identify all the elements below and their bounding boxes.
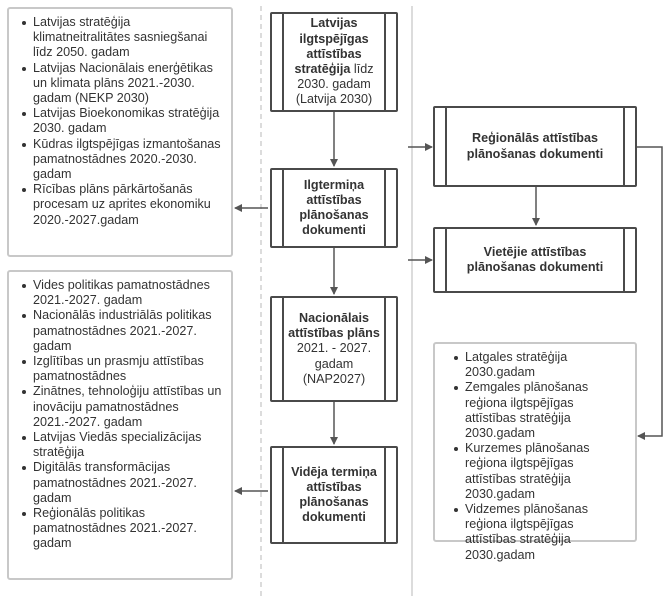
list-item: Latvijas Nacionālais enerģētikas un klim…	[22, 61, 223, 107]
list-item: Latvijas stratēģija klimatneitralitātes …	[22, 15, 223, 61]
list-item: Vides politikas pamatnostādnes 2021.-202…	[22, 278, 223, 308]
box-title: Ilgtermiņa attīstības plānošanas dokumen…	[299, 177, 369, 238]
nap2027-box: Nacionālais attīstības plāns 2021. - 202…	[270, 296, 398, 402]
arrow-regional-to-list	[636, 146, 663, 440]
box-subtitle: 2021. - 2027. gadam (NAP2027)	[296, 341, 372, 386]
list-item: Zemgales plānošanas reģiona ilgtspējīgas…	[454, 380, 627, 441]
list-item: Izglītības un prasmju attīstības pamatno…	[22, 354, 223, 384]
ilgtermina-documents-box: Ilgtermiņa attīstības plānošanas dokumen…	[270, 168, 398, 248]
box-title: Reģionālās attīstības plānošanas dokumen…	[466, 131, 604, 161]
list-item: Digitālās transformācijas pamatnostādnes…	[22, 460, 223, 506]
box-title: Latvijas ilgtspējīgas attīstības stratēģ…	[294, 16, 369, 76]
regional-documents-box: Reģionālās attīstības plānošanas dokumen…	[433, 106, 637, 187]
list-item: Reģionālās politikas pamatnostādnes 2021…	[22, 506, 223, 552]
regional-strategies-list: Latgales stratēģija 2030.gadam Zemgales …	[433, 342, 637, 562]
list-item: Latvijas Bioekonomikas stratēģija 2030. …	[22, 106, 223, 136]
box-title: Vietējie attīstības plānošanas dokumenti	[466, 244, 604, 274]
box-title: Nacionālais attīstības plāns	[288, 310, 380, 341]
list-item: Nacionālās industriālās politikas pamatn…	[22, 308, 223, 354]
long-term-documents-list: Latvijas stratēģija klimatneitralitātes …	[7, 7, 233, 257]
list-item: Kūdras ilgtspējīgas izmantošanas pamatno…	[22, 137, 223, 183]
list-item: Latgales stratēģija 2030.gadam	[454, 350, 627, 380]
latvija-2030-box: Latvijas ilgtspējīgas attīstības stratēģ…	[270, 12, 398, 112]
list-item: Rīcības plāns pārkārtošanās procesam uz …	[22, 182, 223, 228]
local-documents-box: Vietējie attīstības plānošanas dokumenti	[433, 227, 637, 293]
box-subtitle: līdz 2030. gadam (Latvija 2030)	[295, 62, 374, 107]
box-title: Vidēja termiņa attīstības plānošanas dok…	[291, 464, 377, 525]
list-item: Kurzemes plānošanas reģiona ilgtspējīgas…	[454, 441, 627, 502]
list-item: Vidzemes plānošanas reģiona ilgtspējīgas…	[454, 502, 627, 563]
list-item: Zinātnes, tehnoloģiju attīstības un inov…	[22, 384, 222, 429]
mid-term-documents-list: Vides politikas pamatnostādnes 2021.-202…	[7, 270, 233, 580]
videja-termina-documents-box: Vidēja termiņa attīstības plānošanas dok…	[270, 446, 398, 544]
list-item: Latvijas Viedās specializācijas stratēģi…	[22, 430, 223, 460]
